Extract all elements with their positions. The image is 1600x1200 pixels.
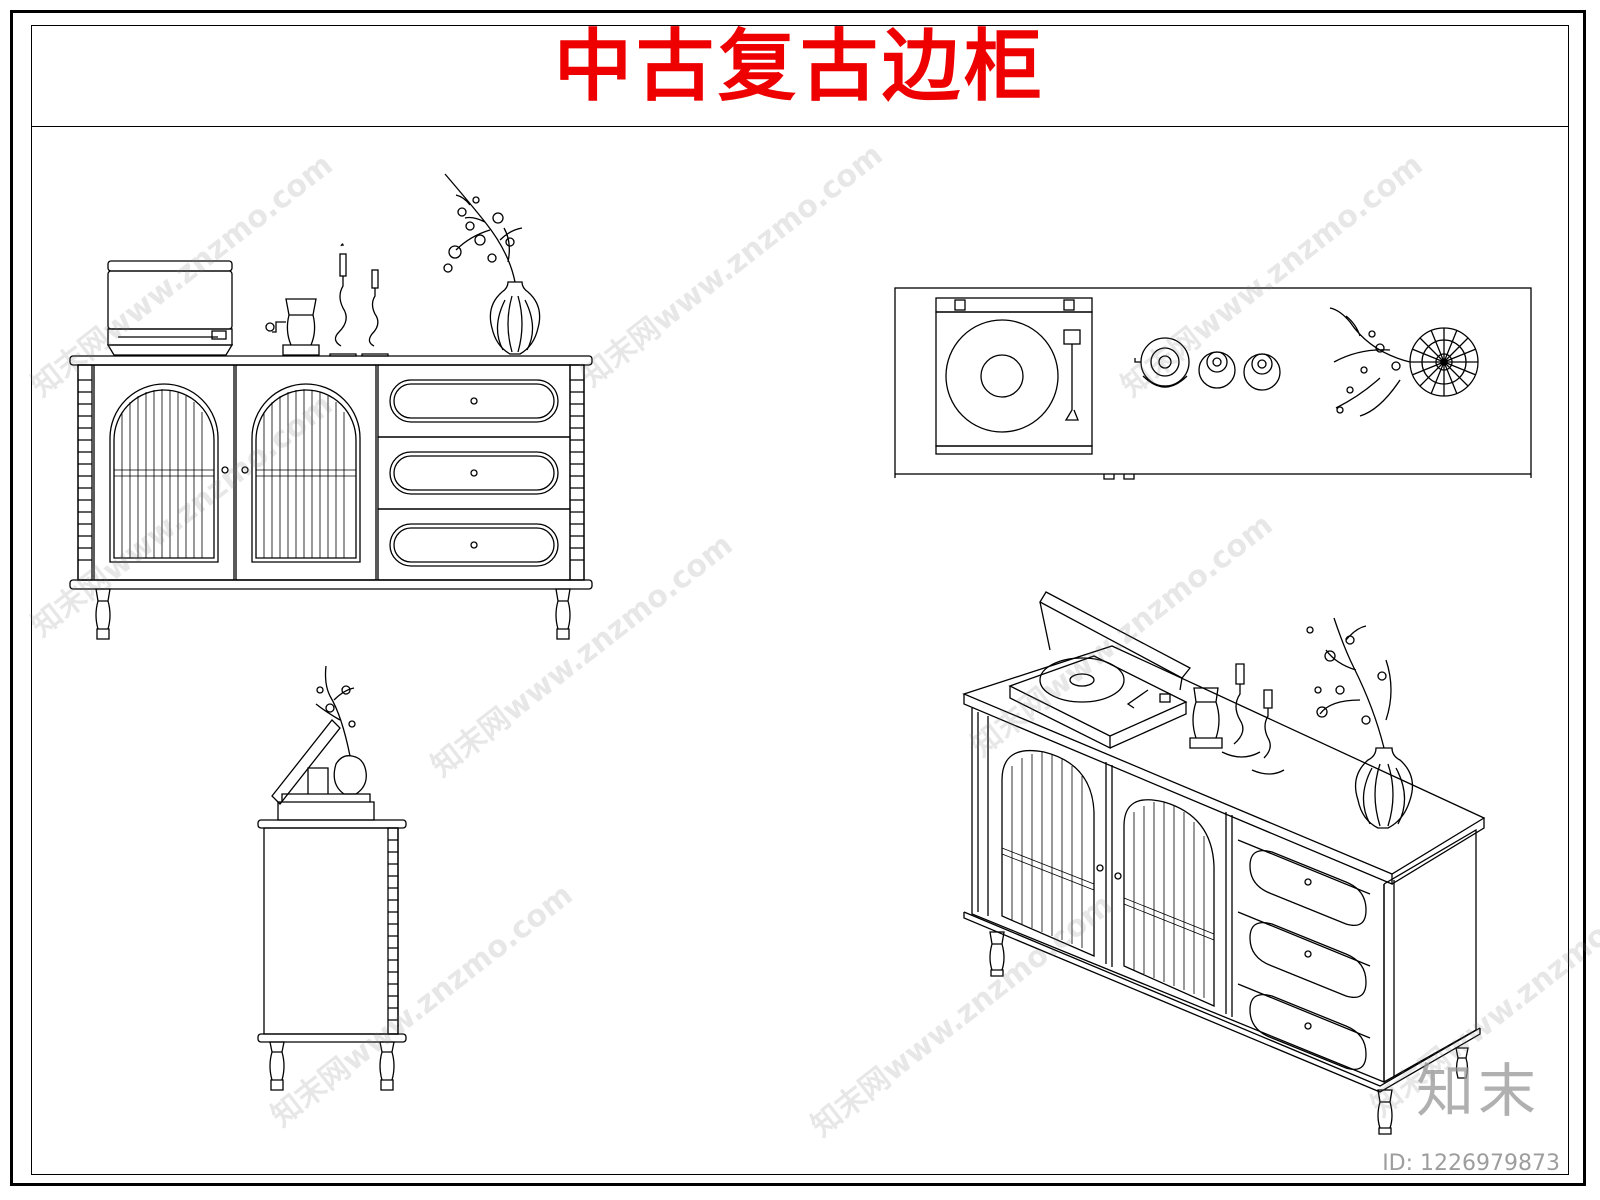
vase-plan [1329, 307, 1479, 417]
perspective-vase-branch [1306, 617, 1414, 829]
perspective-drawer-bottom [1249, 993, 1367, 1071]
right-door [235, 364, 377, 581]
drawer-middle [377, 436, 571, 510]
right-leg [555, 588, 571, 640]
left-spindle-column [77, 364, 93, 581]
candlestick-left [329, 243, 357, 357]
candlestick-right [361, 269, 389, 357]
coffee-grinder [265, 298, 320, 356]
vase-with-branch [443, 173, 541, 355]
perspective-turntable [1008, 591, 1191, 750]
side-leg-right [379, 1041, 395, 1091]
top-plan-view [894, 287, 1532, 480]
side-leg-left [269, 1041, 285, 1091]
perspective-spindle-right [1383, 880, 1395, 1082]
perspective-drawer-top [1249, 849, 1367, 927]
perspective-candle-right [1251, 689, 1285, 775]
perspective-left-arch [1001, 749, 1095, 957]
drawer-top [377, 364, 571, 438]
grinder-plan [1134, 337, 1190, 388]
inner-frame [31, 25, 1569, 1175]
perspective-spindle-left [977, 712, 989, 916]
turntable-plan [935, 297, 1093, 455]
perspective-right-arch [1123, 799, 1215, 1008]
record-player-front [106, 260, 234, 356]
left-arch-grille [109, 383, 219, 563]
page-title: 中古复古边柜 [553, 21, 1046, 112]
right-spindle-column [569, 364, 585, 581]
side-elevation-view [257, 665, 407, 1091]
perspective-drawer-middle [1249, 921, 1367, 999]
title-divider [31, 126, 1569, 127]
side-turntable-lid [271, 719, 341, 805]
perspective-leg-front [1377, 1089, 1393, 1135]
perspective-leg-right [1455, 1047, 1469, 1079]
perspective-candle-left [1221, 663, 1261, 758]
id-label: ID: 1226979873 [1382, 1151, 1560, 1176]
perspective-leg-left [989, 931, 1005, 977]
left-door [93, 364, 235, 581]
drawer-bottom [377, 508, 571, 581]
perspective-grinder [1189, 687, 1223, 749]
outer-frame [10, 10, 1586, 1186]
perspective-view [962, 591, 1486, 1135]
left-leg [95, 588, 111, 640]
front-elevation-view [69, 173, 593, 640]
brand-logo-text: 知末 [1415, 1057, 1540, 1125]
right-arch-grille [251, 383, 361, 563]
